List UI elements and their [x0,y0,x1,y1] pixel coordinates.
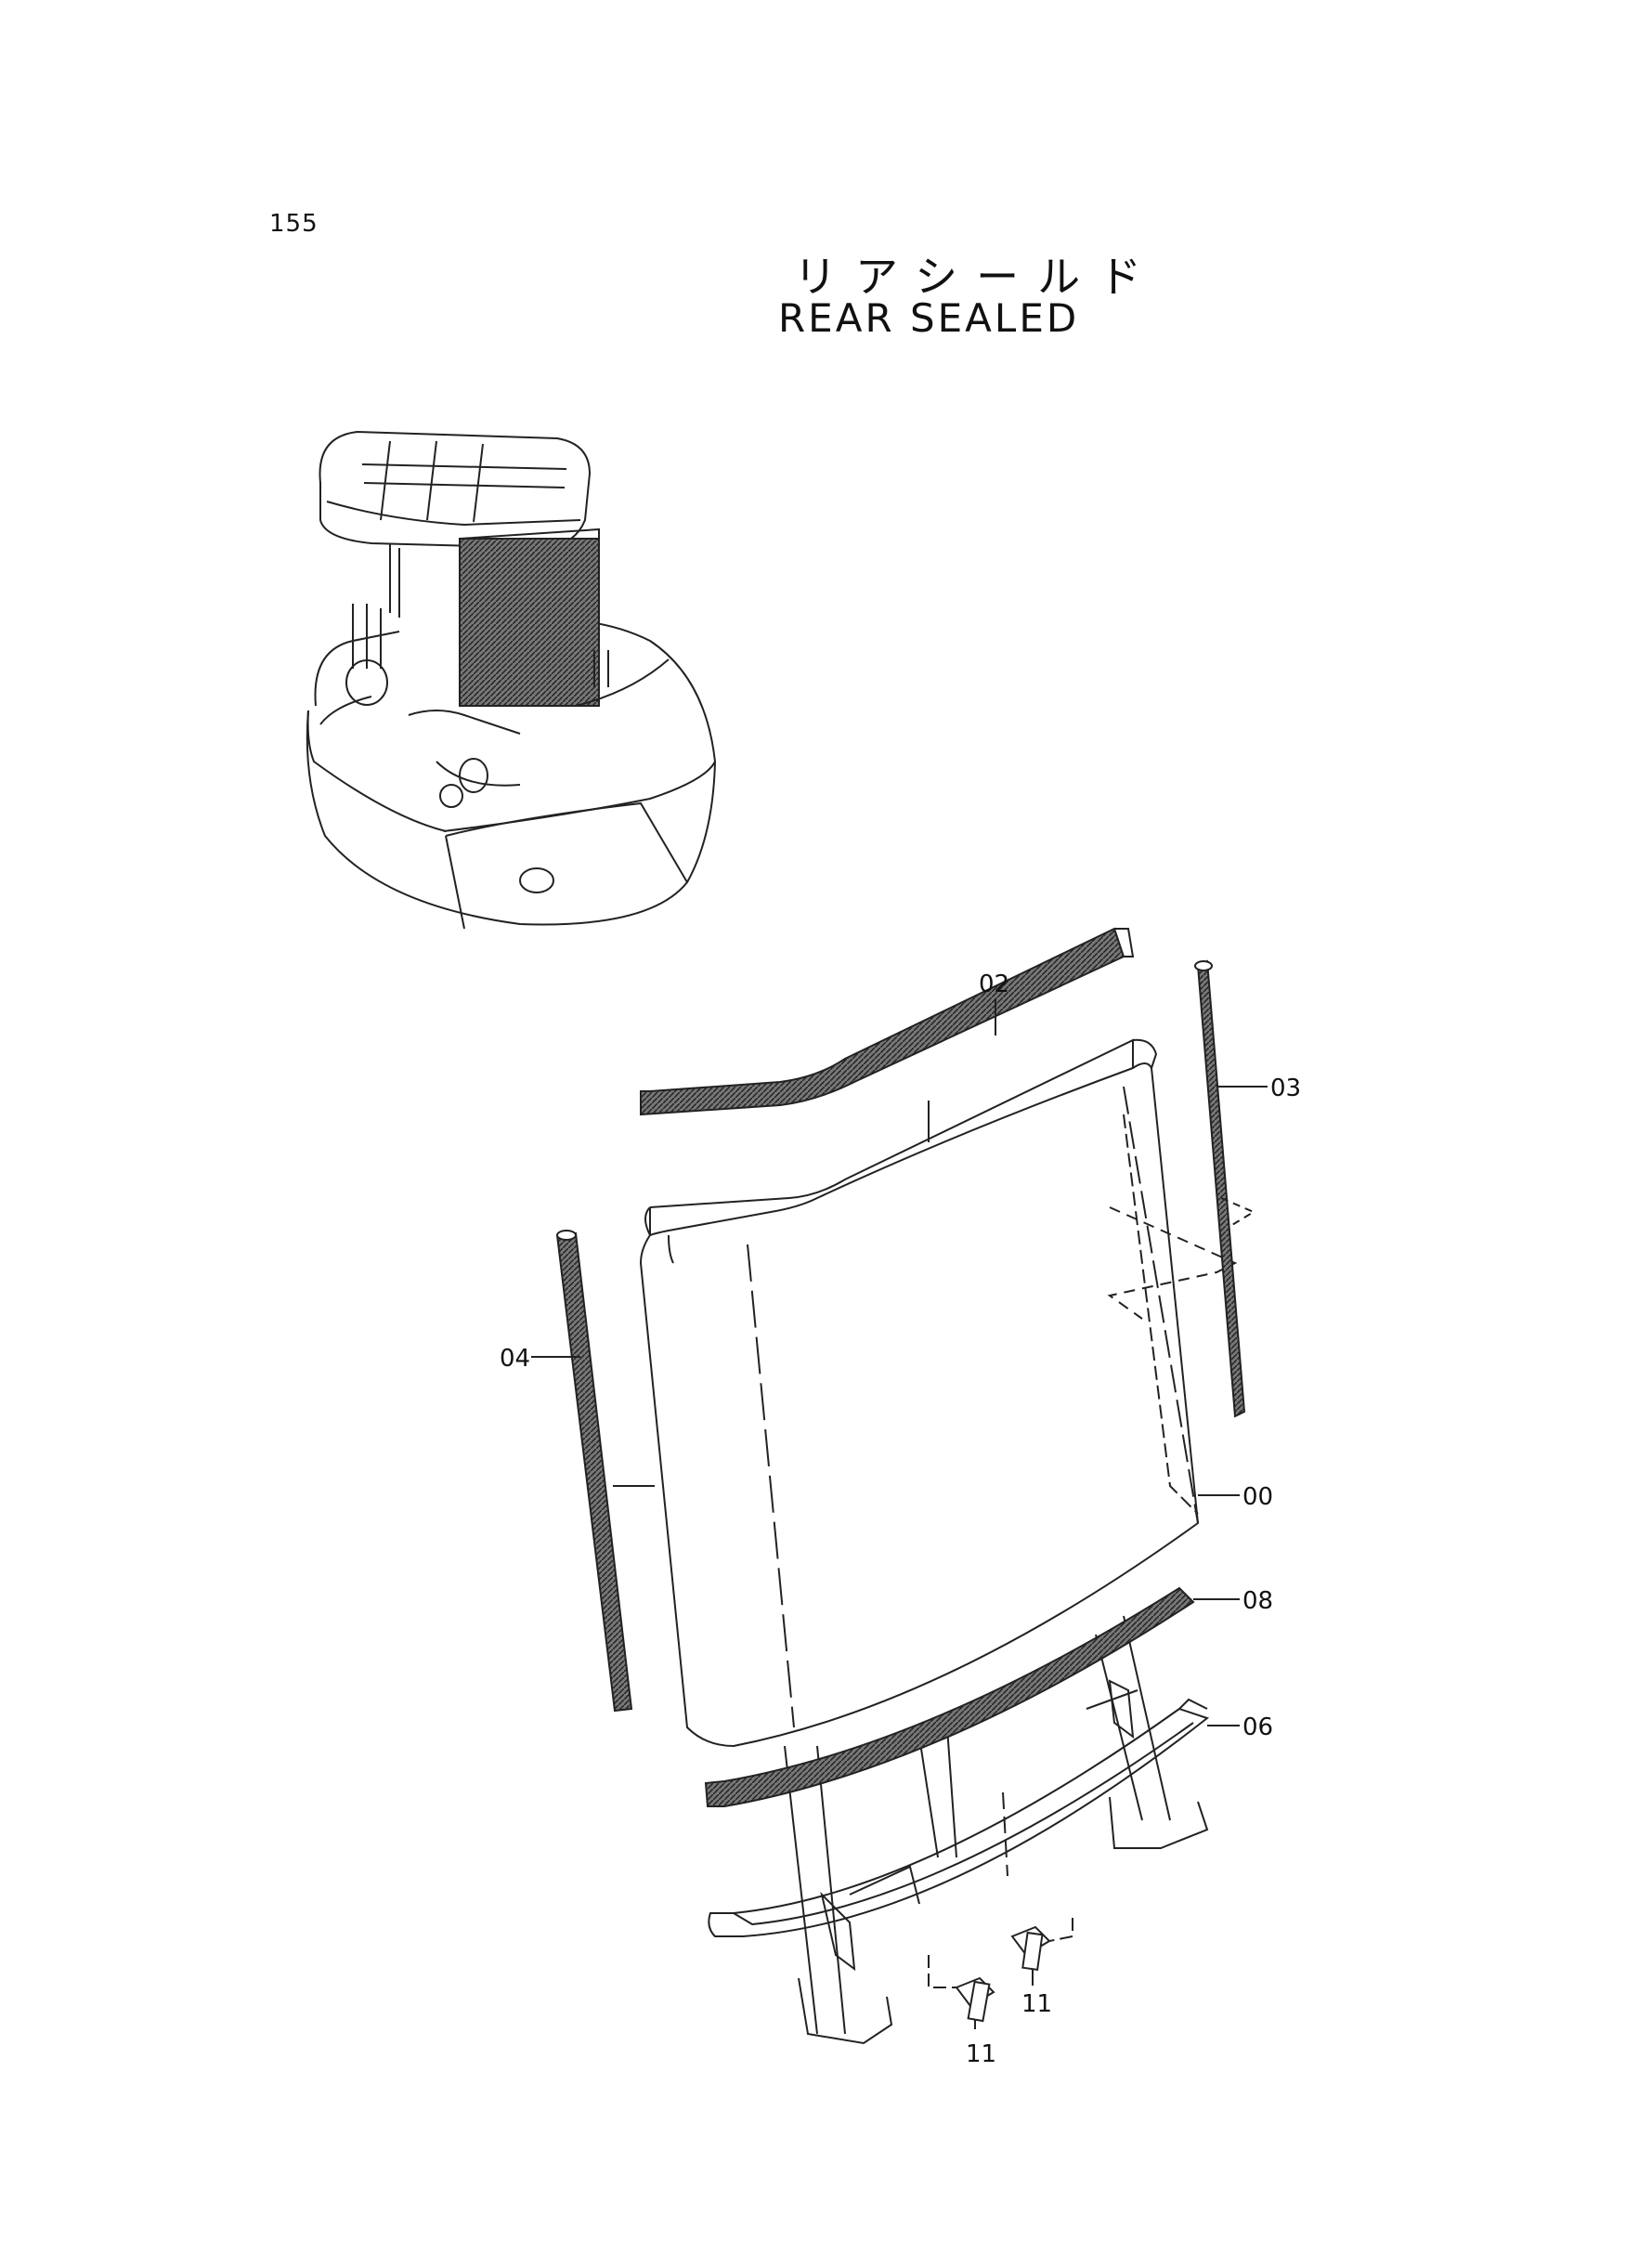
callout-00: 00 [1242,1483,1273,1511]
callout-04: 04 [500,1345,530,1373]
seal-top [640,927,1135,1142]
seal-left [555,1230,655,1713]
seal-right [1194,959,1256,1418]
rear-cover-panel [639,1038,1238,2045]
callout-08: 08 [1242,1587,1273,1615]
title-english: REAR SEALED [778,295,1080,341]
callout-03: 03 [1270,1075,1301,1102]
bolt-right [1010,1918,1073,1972]
callout-06: 06 [1242,1713,1273,1741]
bracket-bar [708,1698,1210,1937]
callout-11-left: 11 [966,2040,996,2068]
page-number: 155 [269,210,319,238]
title-japanese: リアシールド [794,252,1161,302]
callout-11-right: 11 [1021,1990,1052,2018]
bolt-left [928,1955,995,2023]
seal-bottom [704,1586,1195,1807]
leader-lines [531,998,1268,2029]
callout-02: 02 [979,971,1009,998]
machine-overview [306,430,717,930]
